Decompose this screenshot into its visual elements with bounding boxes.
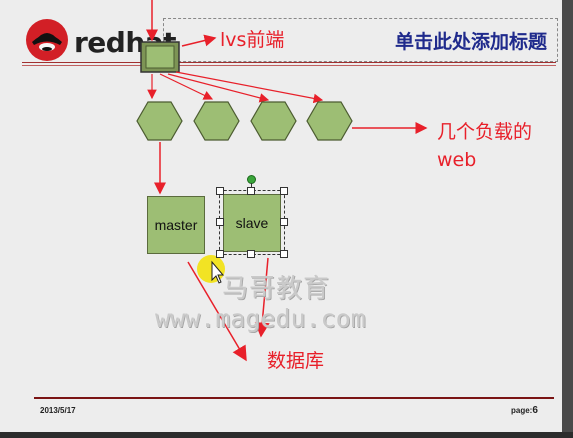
page-prefix: page: — [511, 406, 533, 415]
resize-handle-e[interactable] — [280, 218, 288, 226]
web-node-4[interactable] — [306, 101, 353, 141]
lvs-node[interactable] — [140, 41, 180, 73]
slide-title: 单击此处添加标题 — [394, 31, 547, 53]
page-number: 6 — [532, 405, 538, 416]
window-edge-right — [562, 0, 573, 438]
resize-handle-ne[interactable] — [280, 187, 288, 195]
footer-date: 2013/5/17 — [40, 406, 76, 415]
web-node-1[interactable] — [136, 101, 183, 141]
resize-handle-n[interactable] — [247, 187, 255, 195]
balancer-label-line2: web — [437, 149, 477, 171]
resize-handle-nw[interactable] — [216, 187, 224, 195]
resize-handle-sw[interactable] — [216, 250, 224, 258]
slide-canvas: redhat 单击此处添加标题 — [0, 0, 562, 432]
slave-db-arrow — [254, 257, 270, 338]
window-edge-bottom — [0, 432, 573, 438]
lvs-label: lvs前端 — [220, 29, 285, 51]
lvs-label-arrow — [181, 34, 217, 47]
cursor-highlight — [197, 255, 225, 283]
slave-label: slave — [235, 215, 269, 231]
watermark-brand: 马哥教育 — [222, 274, 331, 304]
balancer-label-line1: 几个负载的 — [437, 121, 533, 143]
master-node[interactable]: master — [147, 196, 205, 254]
resize-handle-se[interactable] — [280, 250, 288, 258]
slave-node[interactable]: slave — [223, 194, 281, 252]
master-db-arrow — [187, 261, 247, 362]
footer-divider — [34, 397, 554, 399]
fanout-arrow-2 — [159, 73, 214, 100]
title-placeholder[interactable]: 单击此处添加标题 — [163, 18, 558, 62]
shadowman-icon — [26, 19, 68, 61]
header-divider-secondary — [22, 65, 556, 66]
fanout-arrow-3 — [167, 73, 270, 103]
master-label: master — [154, 217, 198, 233]
db-label: 数据库 — [267, 350, 325, 372]
watermark-url: www.magedu.com — [155, 304, 366, 333]
footer-page: page:6 — [511, 405, 538, 416]
resize-handle-w[interactable] — [216, 218, 224, 226]
web-node-3[interactable] — [250, 101, 297, 141]
mouse-pointer-icon — [211, 260, 225, 284]
web-node-2[interactable] — [193, 101, 240, 141]
header-divider — [22, 62, 556, 63]
resize-handle-s[interactable] — [247, 250, 255, 258]
diagram — [136, 0, 428, 362]
fanout-arrow-4 — [175, 71, 324, 104]
